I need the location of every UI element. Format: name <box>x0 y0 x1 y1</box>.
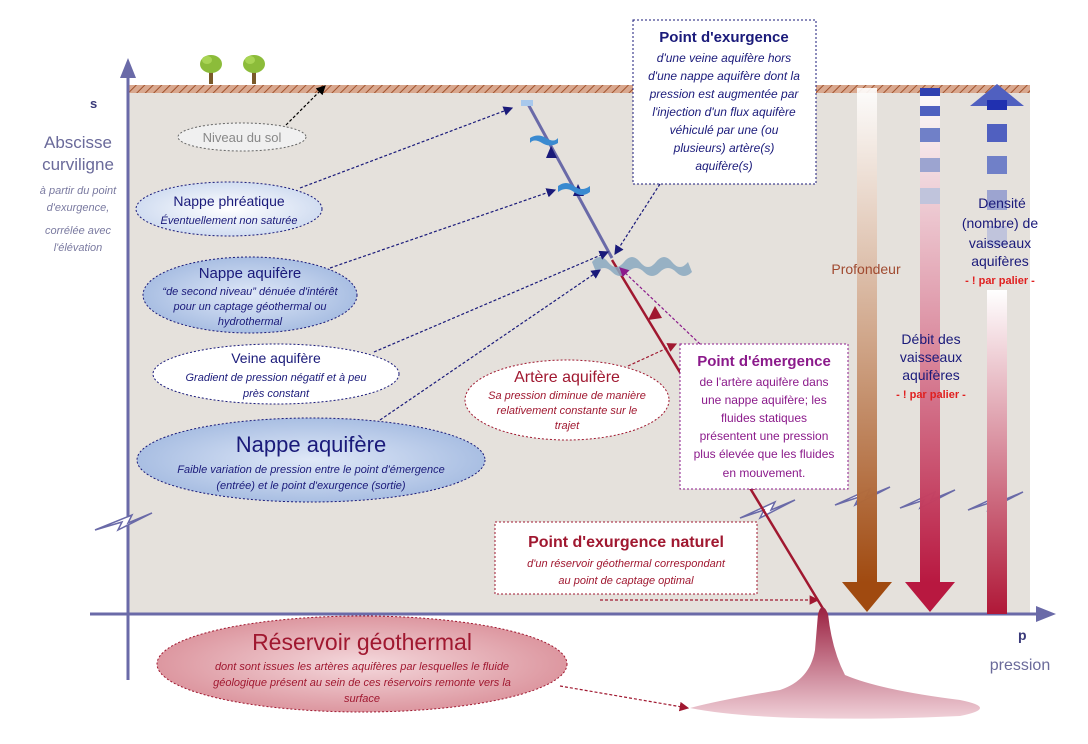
second-nappe-sub1: “de second niveau” dénuée d'intérêt <box>162 286 338 298</box>
artere-title: Artère aquifère <box>514 369 620 386</box>
reservoir-sub1: dont sont issues les artères aquifères p… <box>215 661 509 673</box>
phreatique-bubble <box>135 181 323 237</box>
emergence-box <box>679 343 849 490</box>
veine-pointer <box>373 250 610 353</box>
ground-label: Niveau du sol <box>203 130 282 145</box>
veine-sub1: Gradient de pression négatif et à peu <box>185 372 366 384</box>
naturel-box <box>494 521 758 595</box>
artere-sub2: relativement constante sur le <box>497 405 638 417</box>
exurgence-title: Point d'exurgence <box>659 29 788 46</box>
profondeur-column <box>842 88 892 612</box>
exurgence-line: aquifère(s) <box>695 159 752 173</box>
exurgence-line: d'une nappe aquifère dont la <box>648 69 800 83</box>
veine-sub2: près constant <box>242 388 310 400</box>
nappe-sub1: Faible variation de pression entre le po… <box>177 464 444 476</box>
nappe-sub2: (entrée) et le point d'exurgence (sortie… <box>216 480 406 492</box>
artere-sub3: trajet <box>555 420 580 432</box>
reservoir-bubble <box>156 615 568 713</box>
emergence-line: présentent une pression <box>700 429 829 443</box>
y-axis-sub-line4: l'élévation <box>54 242 103 254</box>
artere-flow-arrow <box>648 306 662 320</box>
nappe-aquifere-layer <box>592 257 692 276</box>
debit-note: - ! par palier - <box>896 389 966 401</box>
tree-icon <box>200 55 222 84</box>
emergence-line: de l'artère aquifère dans <box>699 375 828 389</box>
debit-label-line2: vaisseaux <box>900 349 962 365</box>
x-axis-title: pression <box>990 657 1050 674</box>
exurgence-line: pression est augmentée par <box>649 87 800 101</box>
ground-label-bubble <box>177 122 307 152</box>
densite-label-line1: Densité <box>978 195 1026 211</box>
spring-outlet <box>521 100 533 106</box>
densite-note: - ! par palier - <box>965 275 1035 287</box>
reservoir-plume <box>690 607 980 719</box>
veine-bubble <box>152 343 400 405</box>
emergence-line: une nappe aquifère; les <box>701 393 826 407</box>
emergence-line: en mouvement. <box>723 466 806 480</box>
nappe-pointer <box>379 269 601 421</box>
nappe-title: Nappe aquifère <box>236 432 386 457</box>
naturel-line: d'un réservoir géothermal correspondant <box>527 558 726 570</box>
second-nappe-sub3: hydrothermal <box>218 316 283 328</box>
reservoir-title: Réservoir géothermal <box>252 629 472 655</box>
x-axis-letter: p <box>1018 627 1027 643</box>
nappe-second-layer <box>558 183 590 195</box>
reservoir-sub2: géologique présent au sein de ces réserv… <box>213 677 511 689</box>
debit-label-line3: aquifères <box>902 367 960 383</box>
phreatique-title: Nappe phréatique <box>173 193 285 209</box>
ground-pointer <box>285 85 326 126</box>
y-axis-sub-line2: d'exurgence, <box>47 202 110 214</box>
y-axis-sub-line3: corrélée avec <box>45 225 112 237</box>
emergence-pointer <box>619 267 701 345</box>
second-nappe-sub2: pour un captage géothermal ou <box>173 301 327 313</box>
profondeur-label: Profondeur <box>831 261 901 277</box>
exurgence-line: l'injection d'un flux aquifère <box>652 105 796 119</box>
emergence-line: fluides statiques <box>721 411 807 425</box>
exurgence-box <box>632 19 817 185</box>
veine-path <box>526 103 614 259</box>
veine-flow-arrow <box>546 146 557 158</box>
ground-surface-hatch <box>128 85 1030 93</box>
y-axis-title-line2: curviligne <box>42 155 114 174</box>
densite-label-line4: aquifères <box>971 253 1029 269</box>
exurgence-line: d'une veine aquifère hors <box>657 51 791 65</box>
tree-icon <box>243 55 265 84</box>
artere-bubble <box>464 359 670 441</box>
y-axis-arrowhead <box>120 58 136 78</box>
axis-break-icon <box>94 512 153 532</box>
second-nappe-bubble <box>142 256 358 334</box>
emergence-line: plus élevée que les fluides <box>694 447 835 461</box>
artere-pointer <box>627 343 678 367</box>
naturel-title: Point d'exurgence naturel <box>528 534 724 551</box>
densite-column <box>970 84 1024 614</box>
nappe-phreatique-layer <box>530 135 558 146</box>
reservoir-pointer <box>559 685 690 712</box>
phreatique-sub: Éventuellement non saturée <box>161 214 298 227</box>
phreatique-pointer <box>299 106 514 189</box>
debit-label-line1: Débit des <box>901 331 960 347</box>
exurgence-pointer <box>614 183 661 256</box>
densite-label-line2: (nombre) de <box>962 215 1038 231</box>
exurgence-line: plusieurs) artère(s) <box>673 141 775 155</box>
naturel-line: au point de captage optimal <box>558 575 694 587</box>
debit-column <box>905 88 955 612</box>
y-axis-title-line1: Abscisse <box>44 133 112 152</box>
reservoir-sub3: surface <box>344 693 380 705</box>
y-axis-sub-line1: à partir du point <box>40 185 117 197</box>
veine-title: Veine aquifère <box>231 350 321 366</box>
exurgence-line: véhiculé par une (ou <box>670 123 779 137</box>
emergence-title: Point d'émergence <box>697 353 831 370</box>
second-nappe-title: Nappe aquifère <box>199 265 302 282</box>
y-axis-letter: s <box>90 96 97 111</box>
x-axis-arrowhead <box>1036 606 1056 622</box>
artere-sub1: Sa pression diminue de manière <box>488 390 646 402</box>
densite-label-line3: vaisseaux <box>969 235 1031 251</box>
nappe-bubble <box>136 417 486 503</box>
